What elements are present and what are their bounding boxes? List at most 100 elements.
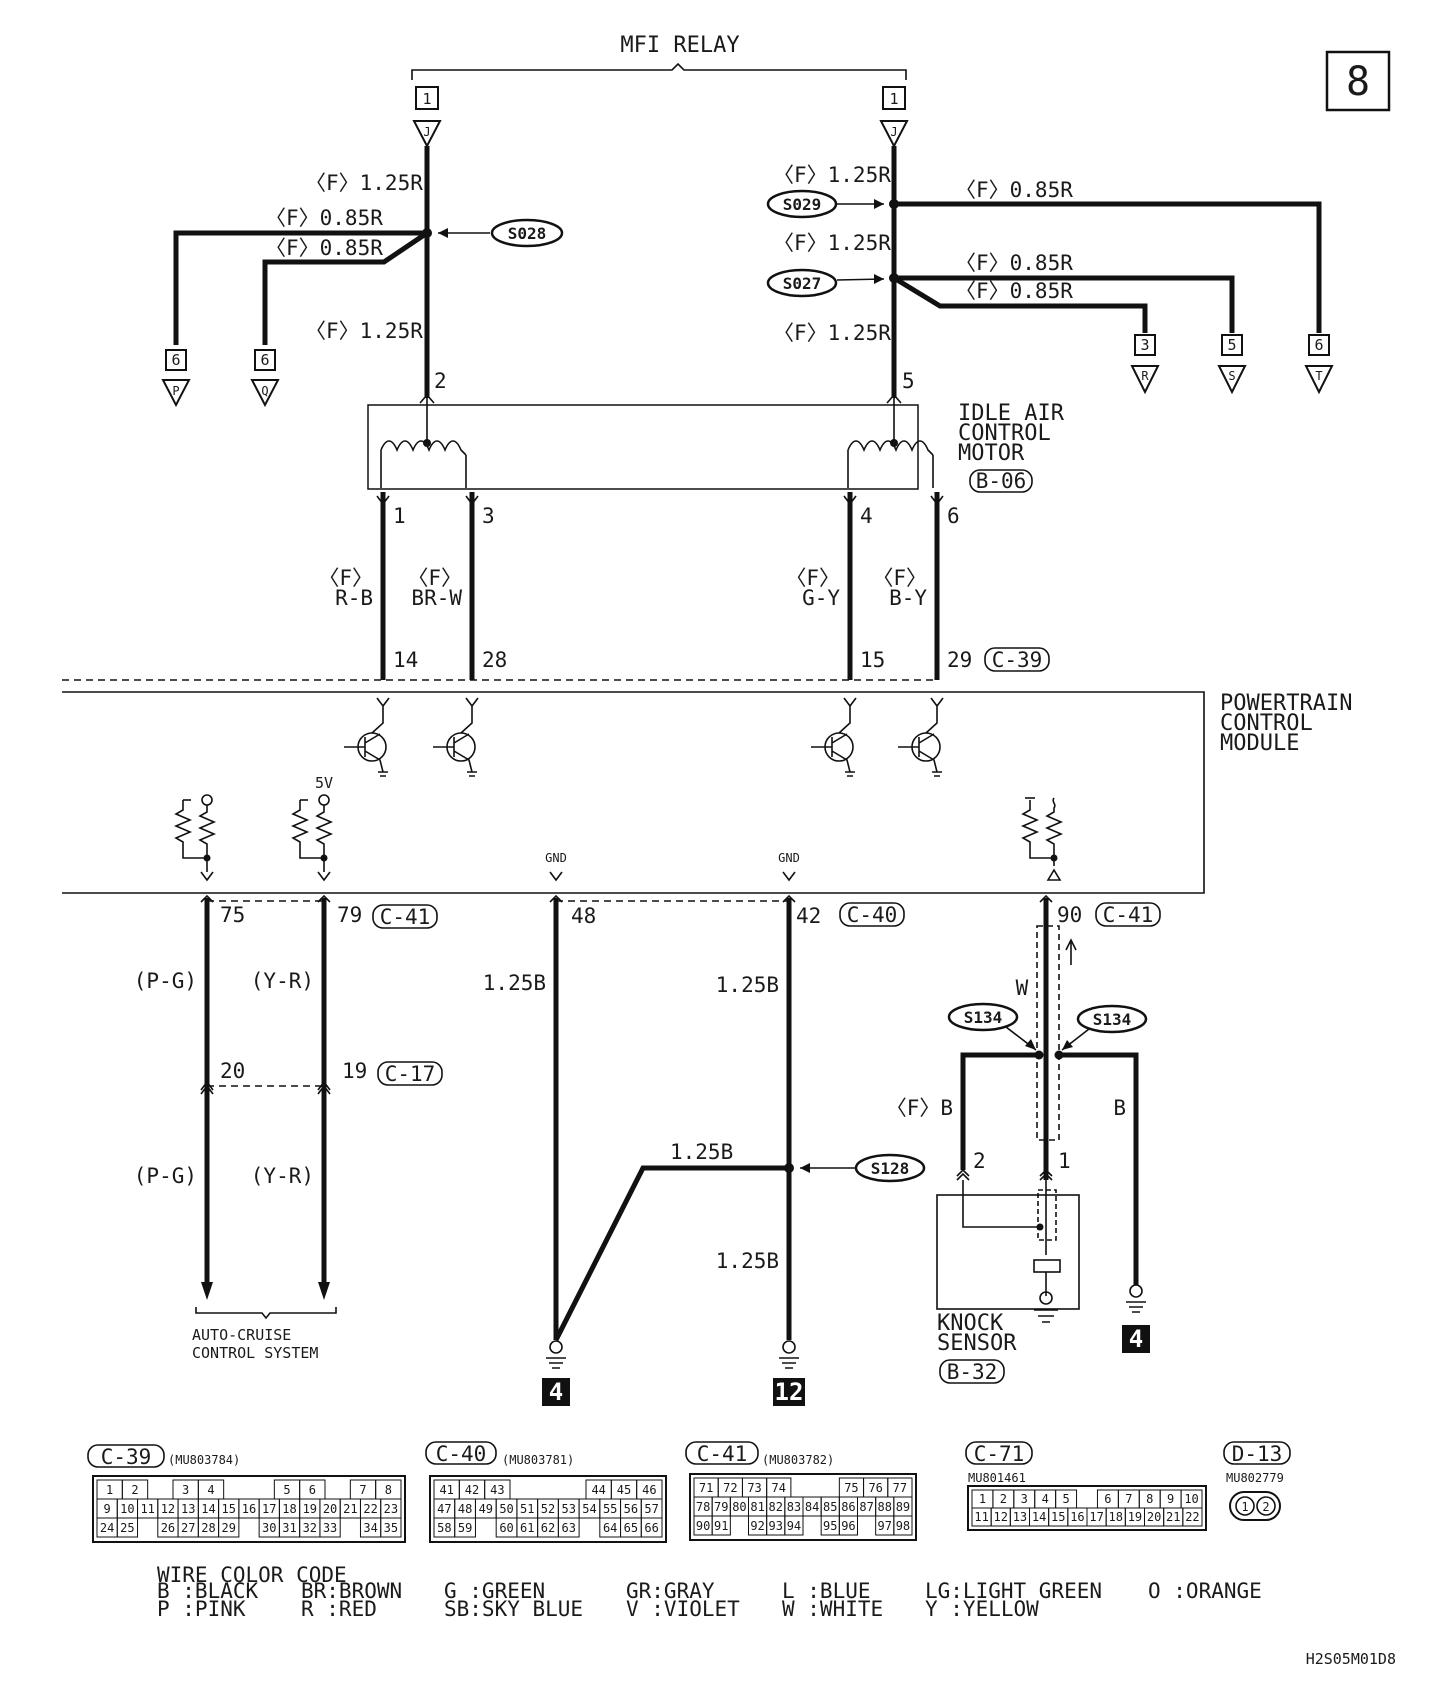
pin-cell xyxy=(325,1480,350,1499)
auto-cruise-circuit: 75 79 C-41 (P-G) (Y-R) 20 19 C-17 (P-G) … xyxy=(134,894,443,1362)
pin-number: 3 xyxy=(1021,1492,1028,1506)
pin-number: 56 xyxy=(624,1502,638,1516)
pin-cell xyxy=(319,1517,341,1538)
iac-pin-5: 5 xyxy=(902,369,915,393)
pin-number: 35 xyxy=(384,1521,398,1535)
pin-cell xyxy=(475,1518,496,1537)
idle-air-control-motor: IDLE AIR CONTROL MOTOR B-06 xyxy=(367,393,1065,493)
flag-t-num: 6 xyxy=(1314,336,1323,354)
pin-number: 55 xyxy=(603,1502,617,1516)
knock-pin-2: 2 xyxy=(973,1149,986,1173)
ground-wire-right-upper: 1.25B xyxy=(716,973,779,997)
wire-b-label: B xyxy=(1113,1096,1126,1120)
auto-cruise-label-1: AUTO-CRUISE xyxy=(192,1326,291,1344)
flag-t-letter: T xyxy=(1315,369,1322,383)
pin-number: 62 xyxy=(541,1521,555,1535)
gnd-label-2: GND xyxy=(778,851,800,865)
color-b: B :BLACK xyxy=(157,1579,259,1603)
relay-connector-left-letter: J xyxy=(423,125,430,139)
pin-number: 31 xyxy=(282,1521,296,1535)
mfi-relay-title: MFI RELAY xyxy=(620,33,739,58)
color-o: O :ORANGE xyxy=(1148,1579,1262,1603)
pcm-module: POWERTRAIN CONTROL MODULE xyxy=(62,679,1352,894)
color-v: V :VIOLET xyxy=(626,1597,740,1621)
pcm-pin-90: 90 xyxy=(1057,903,1082,927)
left-top-wire-label: 〈F〉1.25R xyxy=(305,171,423,195)
pin-number: 5 xyxy=(283,1483,290,1497)
pcm-connector-c39: C-39 xyxy=(992,648,1043,672)
ground-circuit: 48 42 C-40 1.25B 1.25B 1.25B 1.25B S128 … xyxy=(483,894,926,1406)
pin-number: 76 xyxy=(868,1481,882,1495)
color-lg: LG:LIGHT GREEN xyxy=(925,1579,1102,1603)
pin-number: 4 xyxy=(1042,1492,1049,1506)
pin-number: 78 xyxy=(696,1500,710,1514)
pcm-pin-28: 28 xyxy=(482,648,507,672)
ground-symbol-left: 4 xyxy=(542,1340,570,1406)
pin-number: 1 xyxy=(106,1483,113,1497)
pin-number: 95 xyxy=(823,1519,837,1533)
wire-yr-upper: (Y-R) xyxy=(251,969,314,993)
pin-number: 20 xyxy=(323,1502,337,1516)
flag-r-num: 3 xyxy=(1140,336,1149,354)
pin-cell xyxy=(138,1518,158,1537)
pin-number: 7 xyxy=(1125,1492,1132,1506)
flag-q-letter: Q xyxy=(261,384,268,398)
wire-s-label: 〈F〉0.85R xyxy=(955,251,1073,275)
flag-s-letter: S xyxy=(1228,369,1235,383)
pin-number: 97 xyxy=(878,1519,892,1533)
splice-s134-left: S134 xyxy=(964,1008,1003,1027)
label-5v: 5V xyxy=(315,774,333,792)
pin-number: 8 xyxy=(1146,1492,1153,1506)
splice-s134-right: S134 xyxy=(1093,1010,1132,1029)
transistor-group xyxy=(344,697,944,777)
pcm-pin-15: 15 xyxy=(860,648,885,672)
pin-cell xyxy=(791,1478,815,1497)
mfi-relay-bracket: MFI RELAY xyxy=(411,33,907,80)
pin-number: 50 xyxy=(499,1502,513,1516)
pin-number: 48 xyxy=(458,1502,472,1516)
left-branch-wire-2-label: 〈F〉0.85R xyxy=(265,236,383,260)
color-r: R :RED xyxy=(301,1597,377,1621)
pin-number: 75 xyxy=(844,1481,858,1495)
flag-p-letter: P xyxy=(172,384,179,398)
c71-id: C-71 xyxy=(974,1442,1025,1466)
iac-pin-2: 2 xyxy=(434,369,447,393)
pin-cell xyxy=(711,1515,731,1536)
relay-connector-right-letter: J xyxy=(890,125,897,139)
ground-wire-diag: 1.25B xyxy=(670,1140,733,1164)
pcm-pin-14: 14 xyxy=(393,648,418,672)
pcm-title-line1: POWERTRAIN xyxy=(1220,691,1352,716)
relay-connector-left-num: 1 xyxy=(422,90,431,108)
pin-number: 63 xyxy=(562,1521,576,1535)
flag-r-letter: R xyxy=(1141,369,1149,383)
pin-number: 4 xyxy=(207,1483,214,1497)
left-branch: 〈F〉1.25R 〈F〉0.85R 〈F〉0.85R 〈F〉1.25R S028… xyxy=(161,146,564,408)
connector-b32: B-32 xyxy=(947,1360,998,1384)
connector-c40: C-40 xyxy=(847,903,898,927)
d13-part: MU802779 xyxy=(1226,1471,1284,1485)
color-sb: SB:SKY BLUE xyxy=(444,1597,583,1621)
document-id: H2S05M01D8 xyxy=(1306,1650,1396,1668)
right-top-wire-label: 〈F〉1.25R xyxy=(773,163,891,187)
pin-number: 18 xyxy=(1109,1510,1123,1524)
pin-number: 6 xyxy=(1104,1492,1111,1506)
pin-cell xyxy=(838,1515,858,1536)
wire-4-line1: 〈F〉 xyxy=(785,566,840,590)
pin-number: 13 xyxy=(181,1502,195,1516)
pin-cell xyxy=(510,1480,535,1499)
pin-number: 87 xyxy=(859,1500,873,1514)
c39-part: (MU803784) xyxy=(168,1453,240,1467)
wire-w-label: W xyxy=(1016,976,1029,1000)
pin-number: 2 xyxy=(1000,1492,1007,1506)
d13-id: D-13 xyxy=(1232,1442,1283,1466)
pin-number: 7 xyxy=(359,1483,366,1497)
wire-pg-lower: (P-G) xyxy=(134,1164,197,1188)
pin-cell xyxy=(561,1480,586,1499)
pin-cell xyxy=(535,1480,560,1499)
